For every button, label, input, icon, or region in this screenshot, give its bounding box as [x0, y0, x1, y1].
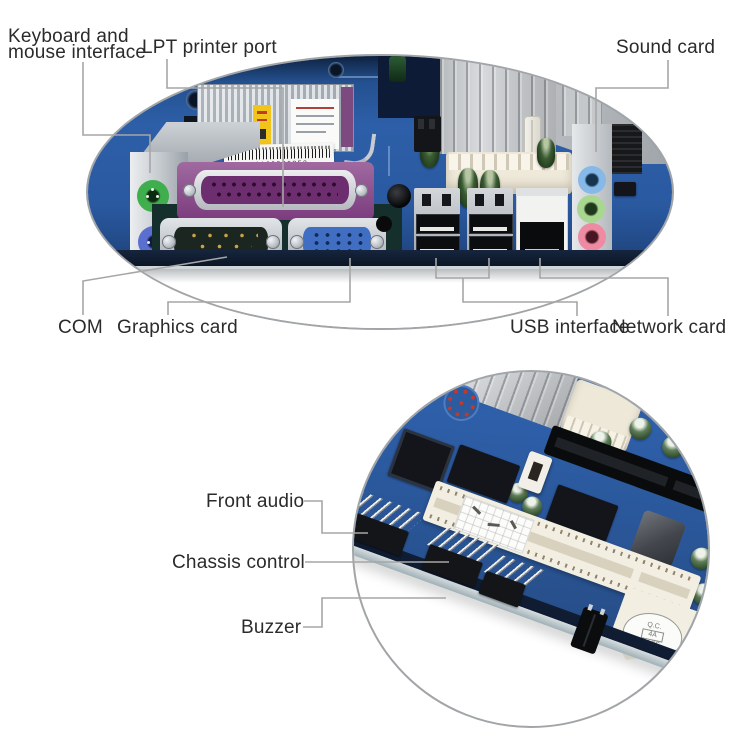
label-usb-interface: USB interface [510, 317, 630, 338]
socket-frame [341, 87, 353, 147]
label-lpt: LPT printer port [142, 37, 277, 58]
label-keyboard-mouse-line1: Keyboard and [8, 26, 129, 47]
lpt-port [177, 162, 374, 220]
dark-pcb-patch [378, 56, 442, 118]
floor-shadow [116, 269, 640, 283]
label-chassis-control: Chassis control [172, 552, 305, 573]
label-graphics-card: Graphics card [117, 317, 238, 338]
label-com: COM [58, 317, 103, 338]
fan-header [414, 116, 441, 152]
audio-jack-line-in [578, 166, 606, 194]
black-heatsink [612, 124, 642, 174]
label-buzzer: Buzzer [241, 617, 302, 638]
board-edge-rim [106, 266, 658, 269]
bottom-callout-circle: Q.C. 4A PASS [352, 370, 710, 728]
label-front-audio: Front audio [206, 491, 305, 512]
label-sound-card: Sound card [616, 37, 716, 58]
label-keyboard-mouse-line2: mouse interface [8, 42, 147, 63]
inductor-green [389, 56, 406, 82]
audio-jack-mic [578, 223, 606, 251]
small-chip [614, 182, 636, 196]
audio-jack-line-out [577, 195, 605, 223]
white-spec-sticker [291, 99, 339, 149]
top-callout-ellipse: 20160326852 [86, 54, 674, 330]
buzzer-cylinder [387, 184, 411, 208]
black-cap [376, 216, 392, 232]
tilted-board: Q.C. 4A PASS [354, 372, 708, 726]
label-network-card: Network card [612, 317, 727, 338]
ethernet-port [516, 188, 568, 260]
screw-hole [328, 62, 344, 78]
